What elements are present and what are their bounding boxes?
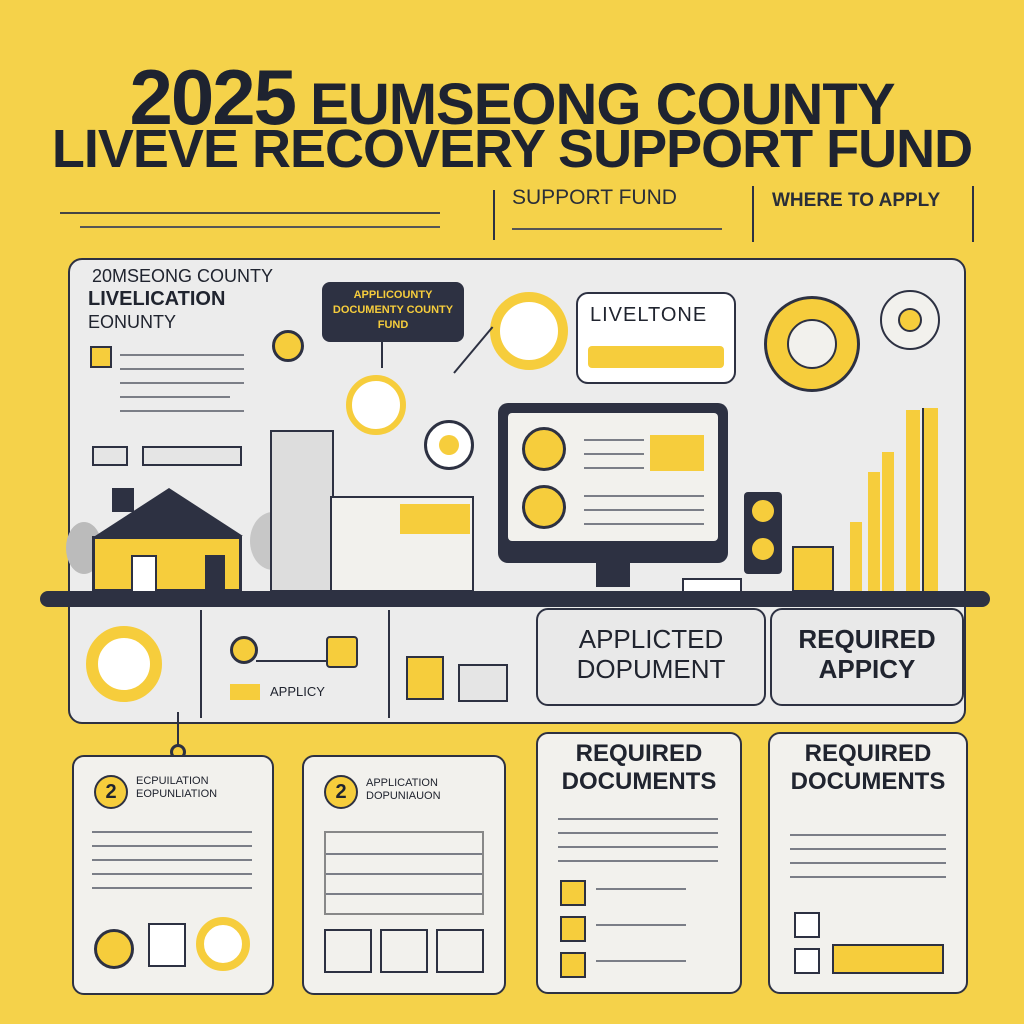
submit-button[interactable] (832, 944, 944, 974)
speaker-icon (744, 492, 782, 574)
bar-chart-bar (850, 522, 862, 592)
building-icon (330, 496, 474, 592)
coin-icon (230, 636, 258, 664)
crosshair-icon (880, 290, 940, 350)
info-tag: APPLICOUNTY DOCUMENTY COUNTY FUND (322, 282, 464, 342)
divider (752, 186, 754, 242)
small-button[interactable] (92, 446, 128, 466)
checkbox[interactable] (794, 912, 820, 938)
coin-icon (522, 427, 566, 471)
text-line (120, 382, 244, 384)
applicted-document-card[interactable]: APPLICTED DOPUMENT (536, 608, 766, 706)
bar-chart-bar (882, 452, 894, 592)
divider (80, 226, 440, 228)
monitor-screen (508, 413, 718, 541)
text-line (120, 396, 230, 398)
divider (60, 212, 440, 214)
text-line (120, 354, 244, 356)
yellow-bar (588, 346, 724, 368)
table-icon (324, 831, 484, 915)
house-icon (92, 536, 242, 593)
monitor-stand (596, 563, 630, 587)
card-title: REQUIRED DOCUMENTS (561, 740, 717, 795)
application-card[interactable]: 2 APPLICATION DOPUNIAUON (302, 755, 506, 995)
divider (972, 186, 974, 242)
checkbox[interactable] (560, 880, 586, 906)
panel-heading-2: LIVELICATION (88, 288, 226, 310)
divider (512, 228, 722, 230)
checkbox[interactable] (90, 346, 112, 368)
panel-heading-1: 20MSEONG COUNTY (92, 266, 274, 286)
yellow-badge (650, 435, 704, 471)
support-fund-label: SUPPORT FUND (512, 186, 677, 209)
coin-icon (272, 330, 304, 362)
text-line (120, 410, 244, 412)
step-badge: 2 (94, 775, 128, 809)
applicted-document-label: APPLICTED DOPUMENT (576, 624, 726, 684)
chimney (112, 488, 134, 512)
clock-icon (490, 292, 568, 370)
coin-icon (94, 929, 134, 969)
shelf-divider (40, 591, 990, 607)
title-county: EUMSEONG COUNTY (310, 72, 895, 137)
target-icon (346, 375, 406, 435)
card-title: REQUIRED DOCUMENTS (790, 740, 946, 795)
pie-chart-icon (86, 626, 162, 702)
coin-icon (522, 485, 566, 529)
coin-icon (424, 420, 474, 470)
checkbox[interactable] (794, 948, 820, 974)
card-title: ECPUILATION EOPUNLIATION (136, 775, 218, 800)
checkbox[interactable] (560, 952, 586, 978)
computer-monitor (498, 403, 728, 563)
document-icon (326, 636, 358, 668)
bar-chart-bar (868, 472, 880, 592)
required-documents-card-2[interactable]: REQUIRED DOCUMENTS (768, 732, 968, 994)
panel-heading-3: EONUNTY (88, 312, 177, 332)
text-line (120, 368, 244, 370)
page-title-line1: 2025 EUMSEONG COUNTY (0, 52, 1024, 143)
bar-chart-bar (922, 408, 938, 592)
population-card[interactable]: 2 ECPUILATION EOPUNLIATION (72, 755, 274, 995)
building-icon (270, 430, 334, 592)
required-applicy-card[interactable]: REQUIRED APPICY (770, 608, 964, 706)
liveltone-card[interactable]: LIVELTONE (576, 292, 736, 384)
required-applicy-label: REQUIRED APPICY (798, 624, 936, 684)
info-tag-text: APPLICOUNTY DOCUMENTY COUNTY FUND (332, 289, 454, 331)
liveltone-title: LIVELTONE (590, 304, 708, 326)
apply-small-label: APPLICY (270, 684, 325, 699)
document-icon (406, 656, 444, 700)
where-to-apply-link[interactable]: WHERE TO APPLY (772, 190, 941, 211)
small-button[interactable] (142, 446, 242, 466)
document-icon (148, 923, 186, 967)
connector (381, 342, 383, 368)
divider (493, 190, 495, 240)
form-icon (458, 664, 508, 702)
title-year: 2025 (129, 53, 297, 141)
crosshair-icon (764, 296, 860, 392)
step-badge: 2 (324, 775, 358, 809)
required-documents-card-1[interactable]: REQUIRED DOCUMENTS (536, 732, 742, 994)
coin-icon (196, 917, 250, 971)
page-title-line2: LIVEVE RECOVERY SUPPORT FUND (51, 119, 973, 179)
box-icon (792, 546, 834, 592)
checkbox[interactable] (560, 916, 586, 942)
card-title: APPLICATION DOPUNIAUON (366, 777, 441, 802)
bar-chart-bar (906, 410, 920, 592)
